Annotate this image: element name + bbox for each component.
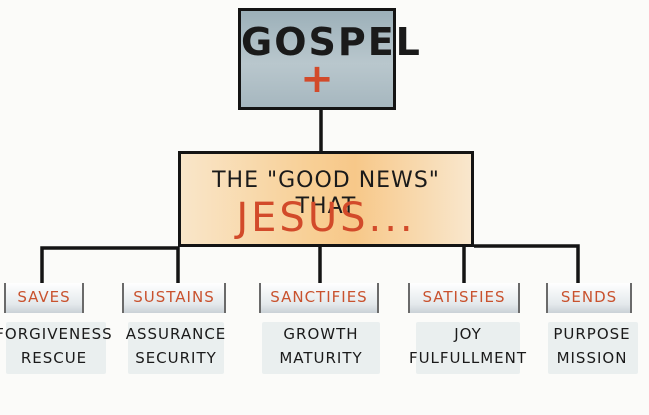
desc-line: PURPOSE xyxy=(553,325,631,343)
desc-line: FORGIVENESS xyxy=(0,325,113,343)
desc-line: ASSURANCE xyxy=(125,325,227,343)
good-news-line: THE "GOOD NEWS" THAT xyxy=(212,168,440,219)
category-desc-sends: PURPOSE MISSION xyxy=(540,322,644,370)
category-desc-sustains: ASSURANCE SECURITY xyxy=(118,322,234,370)
desc-line: MATURITY xyxy=(279,349,363,367)
desc-highlight xyxy=(416,322,520,374)
category-label-sanctifies: SANCTIFIES xyxy=(259,283,379,313)
desc-line: FULFULLMENT xyxy=(408,349,528,367)
category-desc-saves: FORGIVENESS RESCUE xyxy=(0,322,113,370)
plus-symbol: + xyxy=(300,56,334,102)
category-label-sustains: SUSTAINS xyxy=(122,283,226,313)
category-label-sends: SENDS xyxy=(546,283,632,313)
desc-line: RESCUE xyxy=(20,349,88,367)
desc-line: SECURITY xyxy=(135,349,217,367)
desc-highlight xyxy=(548,322,638,374)
desc-highlight xyxy=(6,322,106,374)
desc-highlight xyxy=(128,322,224,374)
gospel-box: GOSPEL + xyxy=(238,8,422,110)
category-label-saves: SAVES xyxy=(4,283,84,313)
category-label-satisfies: SATISFIES xyxy=(408,283,520,313)
category-desc-satisfies: JOY FULFULLMENT xyxy=(402,322,534,370)
jesus-line: JESUS... xyxy=(236,195,416,241)
desc-line: GROWTH xyxy=(283,325,359,343)
desc-highlight xyxy=(262,322,380,374)
desc-line: JOY xyxy=(454,325,482,343)
gospel-title: GOSPEL xyxy=(241,20,422,64)
desc-line: MISSION xyxy=(556,349,628,367)
good-news-box: THE "GOOD NEWS" THAT JESUS... xyxy=(178,151,474,247)
category-desc-sanctifies: GROWTH MATURITY xyxy=(256,322,386,370)
